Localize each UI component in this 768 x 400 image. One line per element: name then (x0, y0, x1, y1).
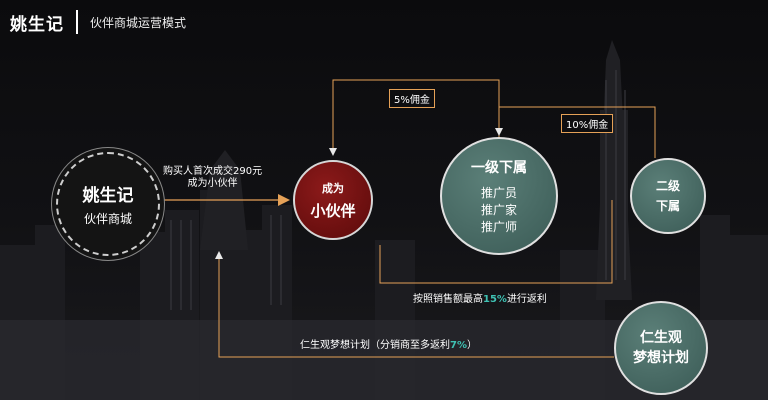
purchase-note-line2: 成为小伙伴 (187, 178, 238, 189)
purchase-note-line1: 购买人首次成交290元 (163, 166, 263, 177)
role-promoter: 推广员 (480, 185, 517, 200)
header-divider (76, 10, 78, 34)
rebate-prefix: 按照销售额最高 (413, 294, 483, 305)
second-level-line1: 二级 (655, 179, 680, 193)
mall-node-subtitle: 伙伴商城 (83, 212, 132, 226)
rebate-suffix: 进行返利 (506, 294, 547, 305)
commission-10-connector (495, 106, 656, 158)
purchase-note: 购买人首次成交290元 成为小伙伴 (163, 166, 262, 190)
dream-prefix: 仁生观梦想计划（分销商至多返利 (300, 340, 450, 351)
dream-plan-line1: 仁生观 (640, 330, 682, 346)
first-level-title: 一级下属 (471, 159, 527, 176)
mall-node-title: 姚生记 (82, 186, 134, 206)
first-level-node: 一级下属 推广员 推广家 推广师 (440, 137, 558, 255)
dream-plan-line2: 梦想计划 (633, 350, 689, 366)
rebate-bracket (379, 200, 613, 284)
dream-percentage: 7% (450, 340, 467, 351)
dream-plan-note: 仁生观梦想计划（分销商至多返利7%） (300, 336, 477, 351)
role-promotion-expert: 推广家 (480, 202, 517, 217)
commission-5-label: 5%佣金 (389, 89, 435, 108)
partner-node-line1: 成为 (322, 181, 344, 195)
commission-10-label: 10%佣金 (561, 114, 614, 133)
dream-plan-node: 仁生观 梦想计划 (614, 301, 708, 395)
page-subtitle: 伙伴商城运营模式 (90, 15, 187, 30)
mall-node: 姚生记 伙伴商城 (56, 152, 160, 256)
second-level-line2: 下属 (655, 199, 680, 213)
rebate-percentage: 15% (483, 294, 507, 305)
role-promotion-master: 推广师 (480, 219, 517, 234)
brand-title: 姚生记 (10, 14, 64, 35)
dream-suffix: ） (466, 340, 477, 351)
partner-node: 成为 小伙伴 (293, 160, 373, 240)
header: 姚生记 伙伴商城运营模式 (10, 8, 186, 36)
partner-node-line2: 小伙伴 (310, 201, 356, 220)
dream-plan-connector (215, 251, 614, 358)
rebate-note: 按照销售额最高15%进行返利 (413, 290, 547, 305)
second-level-node: 二级 下属 (630, 158, 706, 234)
